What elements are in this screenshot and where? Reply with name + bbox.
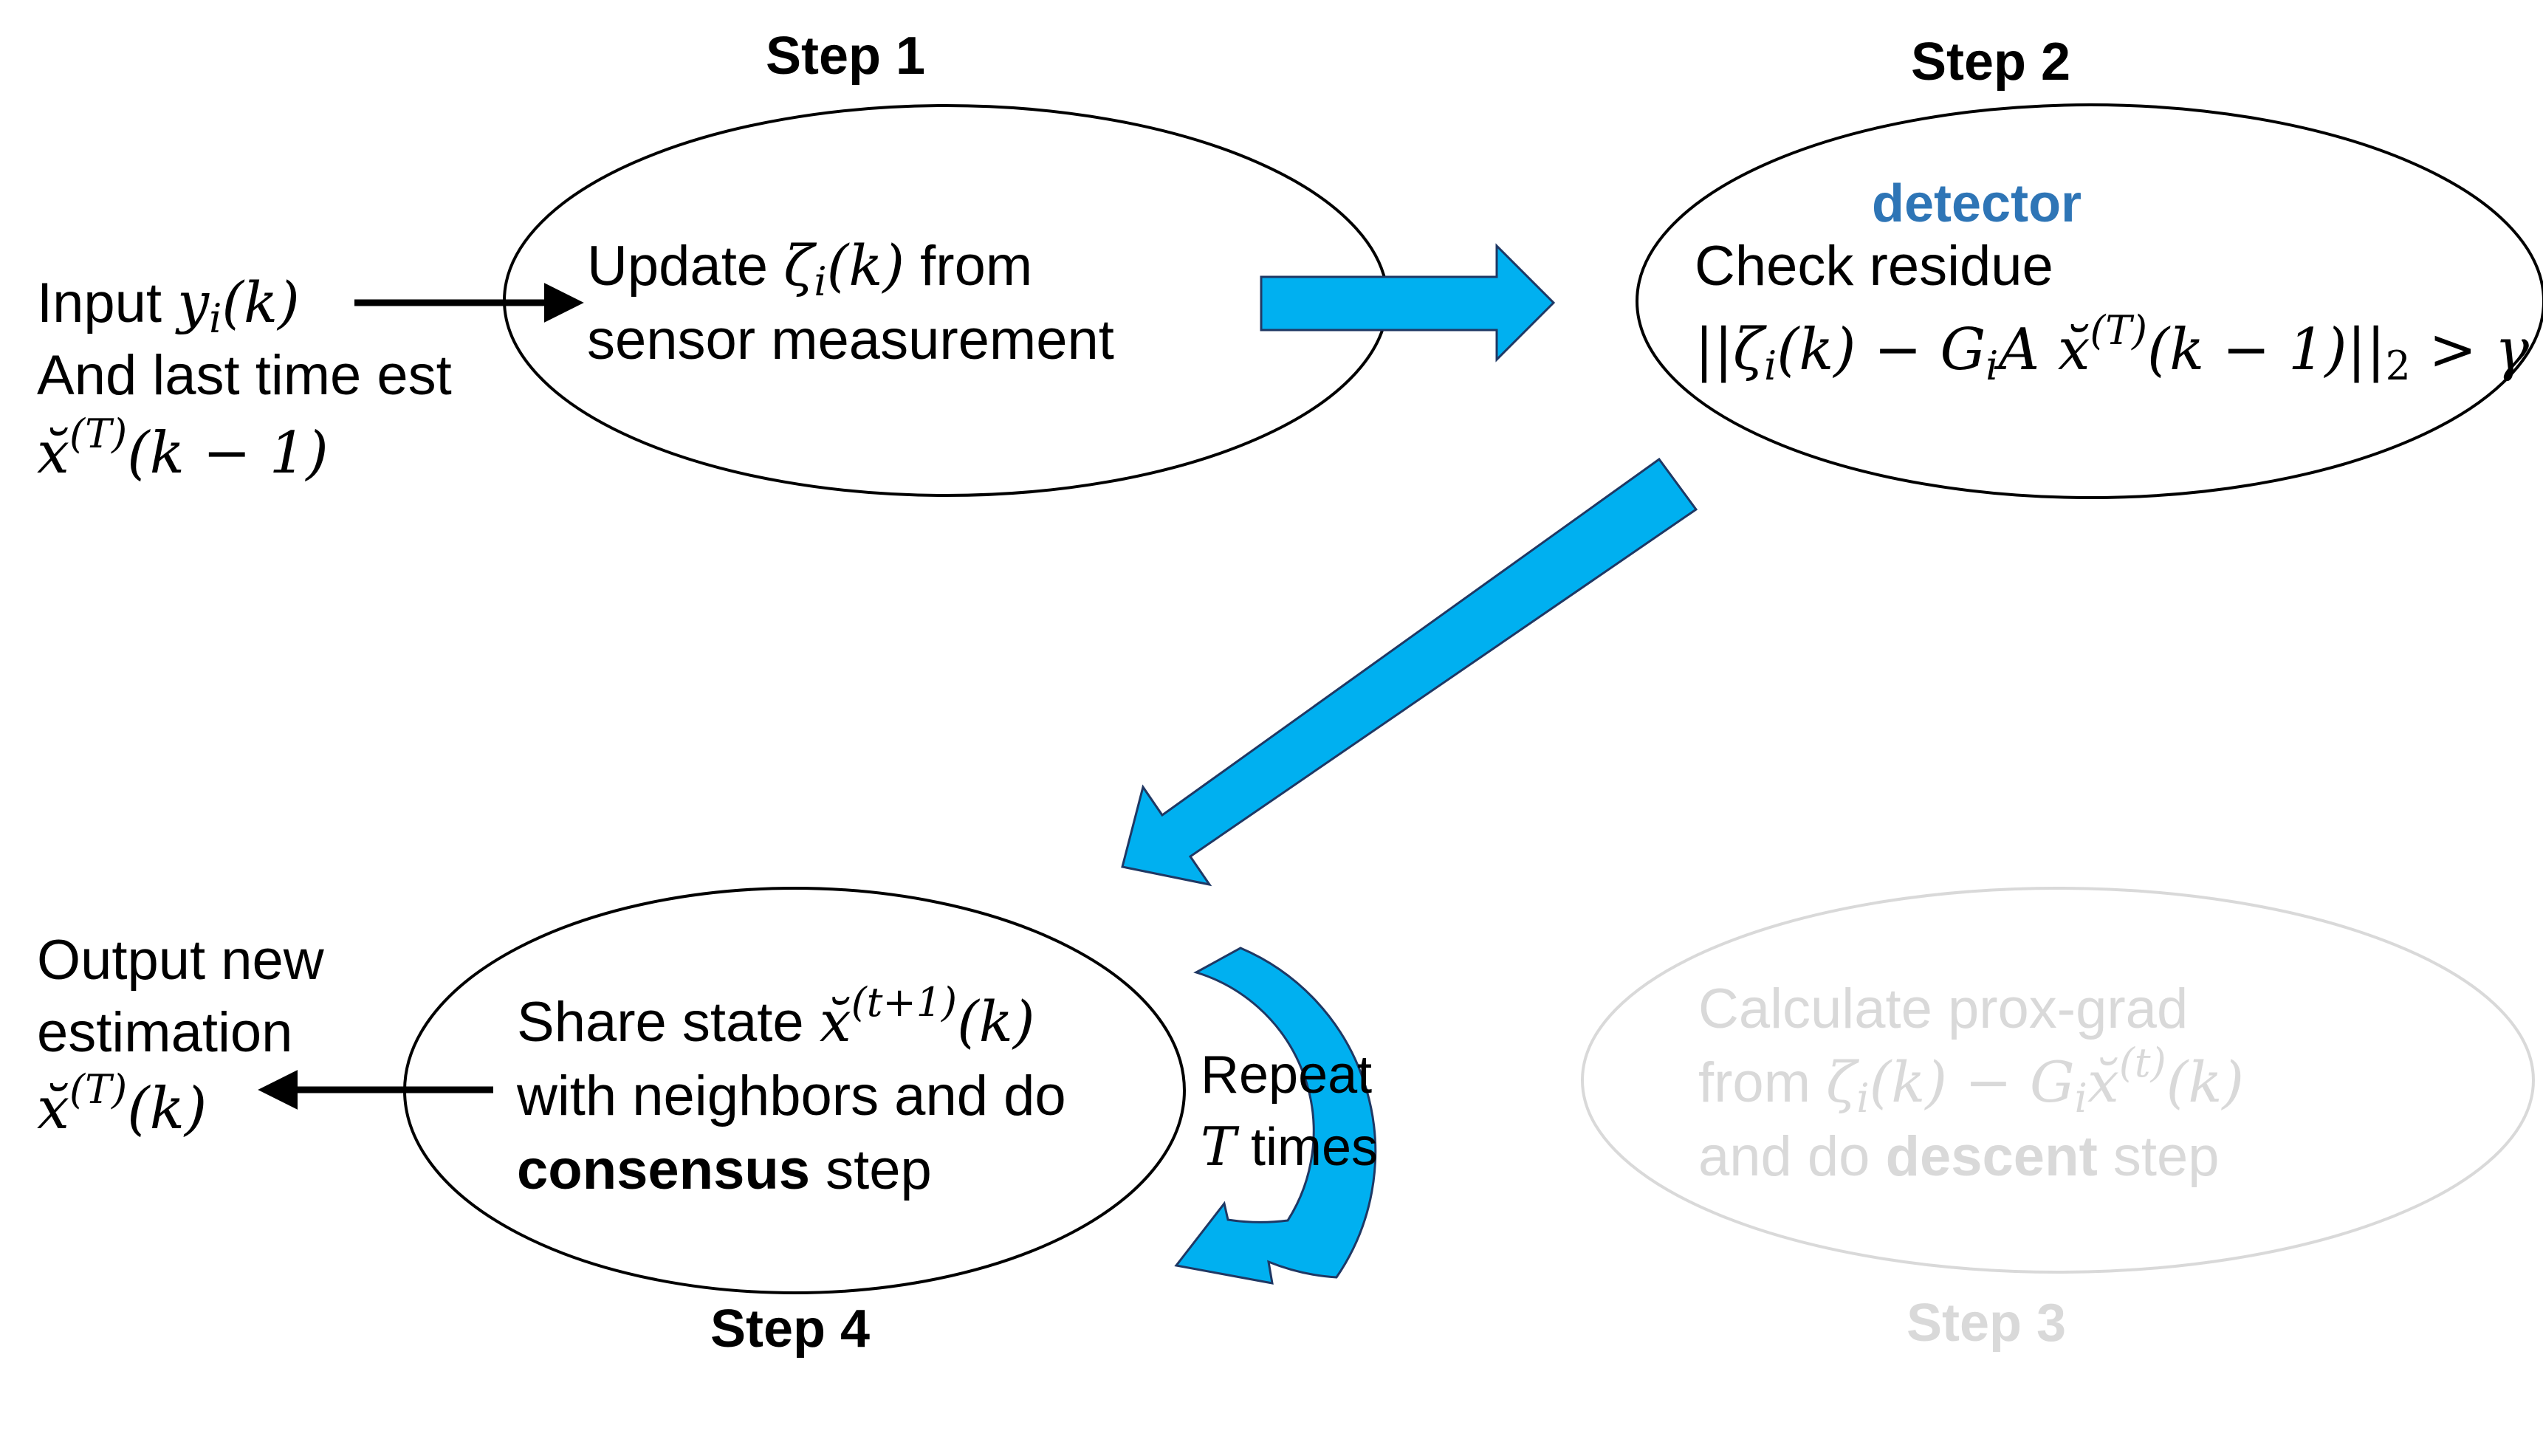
step2-text-line1: Check residue xyxy=(1695,235,2053,298)
step1-text-line2: sensor measurement xyxy=(587,309,1114,371)
detector-label: detector xyxy=(1872,174,2082,233)
output-text-line3: x̆(T)(k) xyxy=(37,1066,207,1142)
step1-ellipse xyxy=(503,104,1389,497)
step3-text-line1: Calculate prox-grad xyxy=(1698,978,2188,1040)
output-text-line1: Output new xyxy=(37,929,325,992)
step1-label: Step 1 xyxy=(766,27,925,86)
input-text-line3: x̆(T)(k − 1) xyxy=(37,411,329,487)
output-text-line2: estimation xyxy=(37,1001,292,1064)
step2-to-step4-arrow xyxy=(1121,457,1698,887)
step3-label: Step 3 xyxy=(1907,1294,2066,1353)
input-text-line2: And last time est xyxy=(37,344,452,407)
step2-ellipse xyxy=(1636,103,2543,499)
step3-ellipse xyxy=(1581,887,2535,1274)
step1-text-line1: Update ζi(k) from xyxy=(587,233,1032,305)
step1-to-step2-arrow xyxy=(1260,243,1556,363)
step4-label: Step 4 xyxy=(710,1299,870,1359)
loop-text-line2: T times xyxy=(1201,1116,1378,1178)
step4-text-line3: consensus step xyxy=(517,1139,932,1201)
input-text-line1: Input yi(k) xyxy=(37,269,300,342)
residue-formula: ||ζi(k) − GiA x̆(T)(k − 1)||2 > γ xyxy=(1695,307,2529,389)
step3-text-line2: from ζi(k) − Gix̆(t)(k) xyxy=(1698,1040,2244,1122)
loop-text-line1: Repeat xyxy=(1201,1045,1372,1105)
step4-text-line2: with neighbors and do xyxy=(516,1065,1066,1127)
repeat-loop-arrow xyxy=(1174,947,1377,1285)
step3-text-line3: and do descent step xyxy=(1698,1125,2220,1188)
step4-text-line1: Share state x̆(t+1)(k) xyxy=(517,979,1034,1054)
step2-label: Step 2 xyxy=(1911,32,2070,92)
